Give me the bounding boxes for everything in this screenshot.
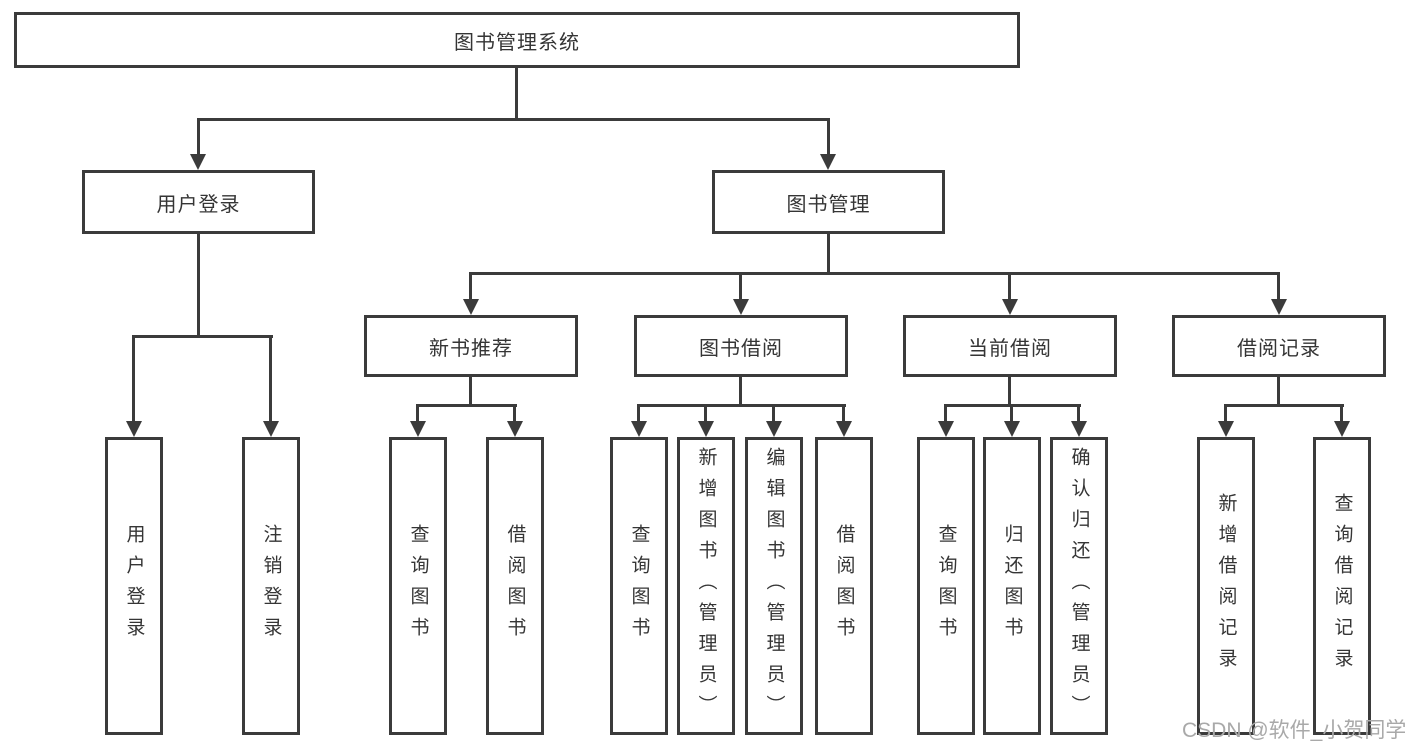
connector-line (197, 118, 200, 158)
connector-line (739, 377, 742, 406)
leaf-current-confirm-return-admin: 确认归还（管理员） (1050, 437, 1108, 735)
leaf-borrowing-add-books-admin: 新增图书（管理员） (677, 437, 735, 735)
watermark: CSDN @软件_小贺同学 (1182, 719, 1405, 742)
arrowhead-down-icon (836, 421, 852, 437)
connector-line (513, 404, 516, 423)
leaf-recommend-borrow-books: 借阅图书 (486, 437, 544, 735)
arrowhead-down-icon (410, 421, 426, 437)
arrowhead-down-icon (463, 299, 479, 315)
leaf-records-query-record: 查询借阅记录 (1313, 437, 1371, 735)
connector-line (197, 118, 830, 121)
connector-line (827, 118, 830, 158)
connector-line (515, 68, 518, 120)
connector-line (637, 404, 640, 423)
node-root: 图书管理系统 (14, 12, 1020, 68)
connector-line (827, 234, 830, 274)
connector-line (637, 404, 846, 407)
connector-line (739, 272, 742, 302)
connector-line (1010, 404, 1013, 423)
connector-line (1077, 404, 1080, 423)
node-borrowing-records: 借阅记录 (1172, 315, 1386, 377)
connector-line (1008, 272, 1011, 302)
arrowhead-down-icon (698, 421, 714, 437)
leaf-current-query-books: 查询图书 (917, 437, 975, 735)
arrowhead-down-icon (1334, 421, 1350, 437)
arrowhead-down-icon (507, 421, 523, 437)
connector-line (772, 404, 775, 423)
node-book-management: 图书管理 (712, 170, 945, 234)
leaf-recommend-query-books: 查询图书 (389, 437, 447, 735)
connector-line (132, 335, 135, 423)
node-current-borrowing: 当前借阅 (903, 315, 1117, 377)
connector-line (469, 377, 472, 406)
leaf-borrowing-borrow-books: 借阅图书 (815, 437, 873, 735)
connector-line (842, 404, 845, 423)
arrowhead-down-icon (190, 154, 206, 170)
connector-line (1340, 404, 1343, 423)
leaf-user-login: 用户登录 (105, 437, 163, 735)
connector-line (469, 272, 472, 302)
connector-line (944, 404, 947, 423)
connector-line (1277, 377, 1280, 406)
arrowhead-down-icon (1002, 299, 1018, 315)
connector-line (469, 272, 1280, 275)
arrowhead-down-icon (766, 421, 782, 437)
node-user-login: 用户登录 (82, 170, 315, 234)
leaf-current-return-books: 归还图书 (983, 437, 1041, 735)
connector-line (1224, 404, 1227, 423)
connector-line (1008, 377, 1011, 406)
connector-line (704, 404, 707, 423)
arrowhead-down-icon (1004, 421, 1020, 437)
connector-line (416, 404, 419, 423)
connector-line (416, 404, 517, 407)
connector-line (1224, 404, 1344, 407)
connector-line (1277, 272, 1280, 302)
arrowhead-down-icon (1071, 421, 1087, 437)
arrowhead-down-icon (938, 421, 954, 437)
leaf-logout: 注销登录 (242, 437, 300, 735)
arrowhead-down-icon (631, 421, 647, 437)
arrowhead-down-icon (126, 421, 142, 437)
leaf-borrowing-edit-books-admin: 编辑图书（管理员） (745, 437, 803, 735)
leaf-borrowing-query-books: 查询图书 (610, 437, 668, 735)
connector-line (269, 335, 272, 423)
arrowhead-down-icon (1271, 299, 1287, 315)
leaf-records-add-record: 新增借阅记录 (1197, 437, 1255, 735)
node-book-borrowing: 图书借阅 (634, 315, 848, 377)
arrowhead-down-icon (820, 154, 836, 170)
connector-line (197, 234, 200, 337)
connector-line (132, 335, 273, 338)
arrowhead-down-icon (733, 299, 749, 315)
arrowhead-down-icon (263, 421, 279, 437)
arrowhead-down-icon (1218, 421, 1234, 437)
node-new-book-recommend: 新书推荐 (364, 315, 578, 377)
